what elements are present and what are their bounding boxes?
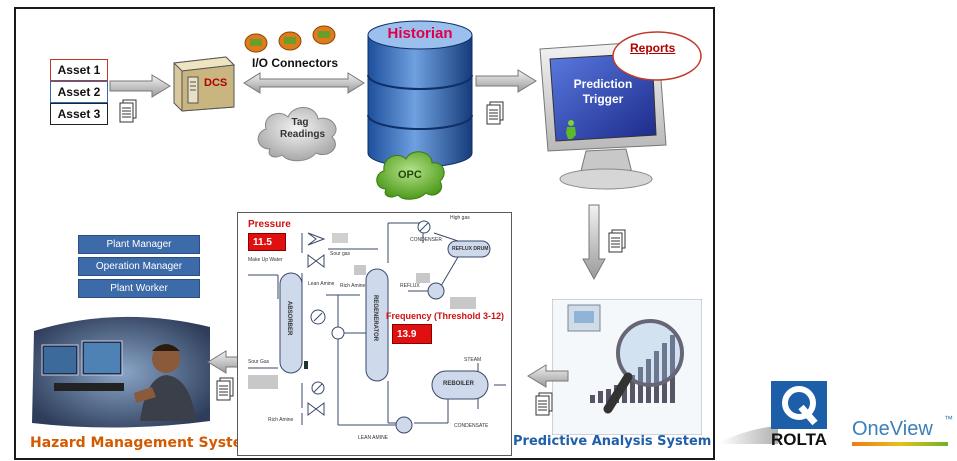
oneview-underline-bar <box>852 442 948 446</box>
condenser-label: CONDENSER <box>410 237 442 243</box>
opc-label: OPC <box>398 169 422 181</box>
magnifier-chart-image <box>552 299 702 435</box>
tag-readings-label: Tag Readings <box>280 117 326 140</box>
document-icon <box>608 229 626 253</box>
reports-label: Reports <box>630 41 676 55</box>
hazard-management-system-title: Hazard Management System <box>30 435 257 451</box>
io-connectors-label: I/O Connectors <box>252 56 339 70</box>
pressure-value: 11.5 <box>248 233 286 251</box>
reports-ellipse-icon <box>612 31 702 81</box>
rich-amine-bottom-label: Rich Amine <box>268 417 294 423</box>
asset-3-box: Asset 3 <box>50 103 108 125</box>
predictive-analysis-system-title: Predictive Analysis System <box>513 434 712 449</box>
asset-1-box: Asset 1 <box>50 59 108 81</box>
prediction-trigger-label: Prediction Trigger <box>573 77 633 106</box>
historian-label: Historian <box>387 25 453 42</box>
role-plant-manager: Plant Manager <box>78 235 200 254</box>
tag-readings-cloud-icon <box>257 107 337 162</box>
io-connector-blobs-icon <box>244 25 336 53</box>
sour-gas-left-label: Sour Gas <box>248 359 270 365</box>
double-arrow-dcs-historian-icon <box>243 72 365 94</box>
reflux-label: REFLUX <box>400 283 420 289</box>
absorber-label: ABSORBER <box>286 301 292 336</box>
rolta-wordmark: ROLTA <box>771 430 828 449</box>
high-gas-label: High gas <box>450 215 470 221</box>
worker-figure-icon <box>566 120 576 139</box>
document-icon <box>535 392 553 416</box>
oneview-wordmark: OneView <box>852 418 933 440</box>
document-icon <box>216 377 234 401</box>
arrow-assets-to-dcs-icon <box>109 74 171 98</box>
lean-amine-label: Lean Amine <box>308 281 335 287</box>
role-plant-worker: Plant Worker <box>78 279 200 298</box>
role-operation-manager: Operation Manager <box>78 257 200 276</box>
document-icon <box>119 99 137 123</box>
document-icon <box>486 101 504 125</box>
frequency-value: 13.9 <box>392 324 432 344</box>
dcs-label: DCS <box>204 77 228 89</box>
steam-label: STEAM <box>464 357 482 363</box>
operator-workstation-image <box>32 316 210 428</box>
historian-database-icon <box>367 20 473 168</box>
asset-2-box: Asset 2 <box>50 81 108 103</box>
process-flow-diagram: Pressure 11.5 Frequency (Threshold 3-12)… <box>237 212 512 456</box>
brand-shadow-swoosh <box>720 426 778 444</box>
pressure-label: Pressure <box>248 219 291 230</box>
trademark-symbol: ™ <box>944 414 953 424</box>
frequency-label: Frequency (Threshold 3-12) <box>386 311 505 321</box>
reboiler-label: REBOILER <box>443 381 475 387</box>
arrow-down-to-predictive-icon <box>582 204 606 281</box>
reflux-drum-label: REFLUX DRUM <box>452 246 489 252</box>
rich-amine-label: Rich Amine <box>340 283 366 289</box>
condensate-label: CONDENSATE <box>454 423 489 429</box>
rolta-logo-icon <box>771 381 827 429</box>
make-up-water-label: Make Up Water <box>248 257 283 263</box>
dcs-server-icon <box>172 56 236 112</box>
arrow-historian-to-reports-icon <box>475 69 537 93</box>
regenerator-label: REGENERATOR <box>372 295 378 342</box>
pid-lines <box>248 220 506 434</box>
diagram-frame: Asset 1 Asset 2 Asset 3 DCS I/O Connecto… <box>14 7 715 460</box>
sour-gas-top-label: Sour gas <box>330 251 351 257</box>
lean-amine-bottom-label: LEAN AMINE <box>358 435 389 441</box>
opc-cloud-icon <box>376 151 445 200</box>
arrow-predictive-to-pid-icon <box>527 364 569 388</box>
